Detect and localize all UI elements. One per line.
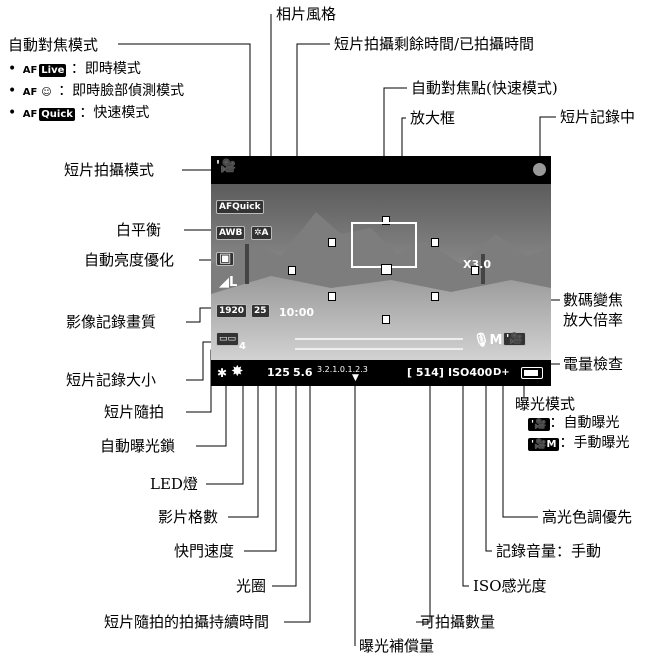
af-point xyxy=(382,216,390,225)
iso-value: ISO400 xyxy=(448,366,492,380)
ae-lock-icon: ✱ xyxy=(217,366,228,380)
movie-auto-icon: '🎥 xyxy=(528,418,550,431)
d-plus-icon: D+ xyxy=(493,367,510,378)
bullet: • xyxy=(8,61,17,77)
label-snapshot-duration: 短片隨拍的拍攝持續時間 xyxy=(104,613,270,631)
label-shots: 可拍攝數量 xyxy=(420,613,496,631)
awb-icon: AWB xyxy=(216,226,246,240)
bullet: • xyxy=(8,105,17,121)
label-frame-rate: 影片格數 xyxy=(158,508,219,526)
af-quick-icon: AFQuick xyxy=(216,200,264,214)
zoom-value: X3.0 xyxy=(463,258,491,271)
audio-level-bar xyxy=(295,348,463,350)
led-icon: ✸ xyxy=(231,362,244,380)
af-mode-live-text: ：即時模式 xyxy=(70,61,141,77)
movie-camera-icon: '🎥 xyxy=(216,159,237,174)
camera-screen: '🎥 AFQuick AWB ✲A ▣ ◢L 1920 25 10:00 ▭▭ … xyxy=(211,156,551,386)
af-point xyxy=(382,315,390,324)
aperture-value: 5.6 xyxy=(293,366,313,379)
exp-auto-text: ：自動曝光 xyxy=(549,415,620,431)
label-recording: 短片記錄中 xyxy=(560,108,636,126)
af-point xyxy=(328,238,336,247)
label-iso: ISO感光度 xyxy=(473,577,547,595)
shots-value: [ 514] xyxy=(407,366,444,379)
label-auto-lighting: 自動亮度優化 xyxy=(84,251,175,269)
shutter-value: 125 xyxy=(267,366,290,379)
audio-level-bar xyxy=(295,338,463,340)
af-point xyxy=(431,292,439,301)
exposure-marker-icon: ▼ xyxy=(352,373,359,383)
exp-manual-row: '🎥M：手動曝光 xyxy=(528,434,629,452)
label-shutter: 快門速度 xyxy=(174,542,235,560)
screen-top-bar: '🎥 xyxy=(211,156,551,184)
label-exposure-mode: 曝光模式 xyxy=(515,395,576,413)
label-zoom-ratio: 放大倍率 xyxy=(563,311,624,329)
screen-bottom-bar: ✱ ✸ 125 5.6 3.2.1.0.1.2.3 ▼ [ 514] ISO40… xyxy=(211,360,551,386)
af-point-center xyxy=(381,264,392,275)
iso-label: ISO xyxy=(448,366,470,379)
label-aperture: 光圈 xyxy=(236,577,267,595)
label-battery: 電量檢查 xyxy=(563,355,624,373)
af-point xyxy=(328,292,336,301)
label-image-quality: 影像記錄畫質 xyxy=(66,313,157,331)
af-label: AF xyxy=(22,65,38,76)
label-af-point: 自動對焦點(快速模式) xyxy=(411,79,558,97)
scene-photo xyxy=(211,184,551,360)
exposure-scale: 3.2.1.0.1.2.3 xyxy=(317,365,368,374)
af-mode-quick-text: ：快速模式 xyxy=(79,105,150,121)
auto-lighting-icon: ▣ xyxy=(216,252,235,266)
label-picture-style: 相片風格 xyxy=(276,5,337,23)
fps-icon: 25 xyxy=(251,304,270,318)
label-ae-lock: 自動曝光鎖 xyxy=(100,437,176,455)
af-mode-item-face: • AF☺ ：即時臉部偵測模式 xyxy=(8,82,184,100)
magnify-frame xyxy=(351,222,417,268)
label-audio-manual: 記錄音量：手動 xyxy=(496,542,602,560)
picture-style-icon: ✲A xyxy=(251,226,272,240)
af-label: AF xyxy=(22,109,38,120)
exp-auto-row: '🎥：自動曝光 xyxy=(528,414,620,432)
label-led: LED燈 xyxy=(150,475,198,493)
mic-icon: 🎙M xyxy=(473,333,503,348)
battery-icon xyxy=(521,367,543,379)
label-magnify-frame: 放大框 xyxy=(410,109,456,127)
label-movie-mode: 短片拍攝模式 xyxy=(64,161,155,179)
quality-icon: ◢L xyxy=(219,275,238,290)
af-label: AF xyxy=(22,87,38,98)
live-icon: Live xyxy=(39,64,67,77)
label-movie-size: 短片記錄大小 xyxy=(66,371,157,389)
exp-manual-text: ：手動曝光 xyxy=(559,435,630,451)
face-icon: ☺ xyxy=(41,87,52,98)
iso-number: 400 xyxy=(469,366,493,379)
movie-exposure-icon: '🎥 xyxy=(503,332,527,346)
quick-icon: Quick xyxy=(39,108,75,121)
af-mode-title: 自動對焦模式 xyxy=(8,36,99,54)
bullet: • xyxy=(8,83,17,99)
label-digital-zoom: 數碼變焦 xyxy=(563,291,624,309)
battery-fill xyxy=(524,370,538,376)
label-exp-comp: 曝光補償量 xyxy=(359,637,435,655)
label-white-balance: 白平衡 xyxy=(116,221,162,239)
af-point xyxy=(288,266,296,275)
label-highlight-tone: 高光色調優先 xyxy=(542,508,633,526)
af-mode-face-text: ：即時臉部偵測模式 xyxy=(58,83,185,99)
size-1920-icon: 1920 xyxy=(216,304,248,318)
af-point xyxy=(431,238,439,247)
movie-manual-icon: '🎥M xyxy=(528,438,560,451)
snapshot-icon: ▭▭ xyxy=(216,332,240,346)
remaining-time-value: 10:00 xyxy=(279,306,315,319)
label-video-snapshot: 短片隨拍 xyxy=(104,403,165,421)
af-point xyxy=(471,266,479,275)
mic-manual-label: M xyxy=(489,333,503,348)
label-remaining-time: 短片拍攝剩餘時間/已拍攝時間 xyxy=(334,35,535,53)
recording-dot-icon xyxy=(533,163,546,176)
snapshot-count: 4 xyxy=(239,341,246,352)
